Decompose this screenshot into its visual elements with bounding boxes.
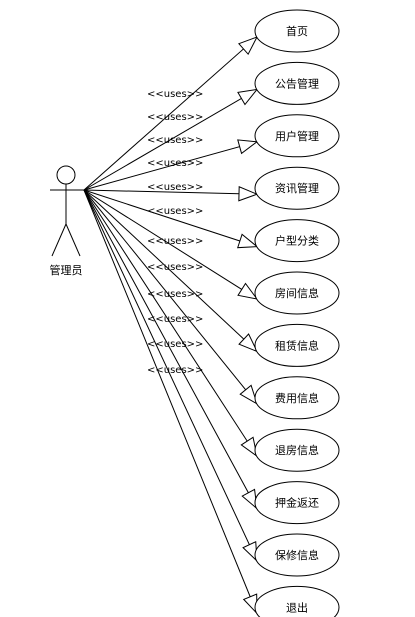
uses-stereotype-label: <<uses>> — [147, 206, 203, 217]
arrowhead — [237, 88, 259, 106]
association-line — [83, 36, 258, 191]
use-case-label: 费用信息 — [275, 391, 319, 405]
uses-stereotype-label: <<uses>> — [147, 112, 203, 123]
association-line — [83, 189, 258, 405]
uses-stereotype-label: <<uses>> — [147, 135, 203, 146]
uses-stereotype-label: <<uses>> — [147, 339, 203, 350]
uses-stereotype-label: <<uses>> — [147, 182, 203, 193]
uses-stereotype-label: <<uses>> — [147, 236, 203, 247]
use-case: 资讯管理 — [254, 166, 340, 210]
arrowhead — [238, 333, 259, 353]
actor-label: 管理员 — [50, 263, 83, 277]
use-case: 退出 — [254, 585, 340, 617]
use-case-ellipse — [254, 219, 340, 263]
use-case: 首页 — [254, 9, 340, 53]
use-case-ellipse — [254, 323, 340, 367]
arrowhead — [241, 488, 258, 510]
use-cases: 首页公告管理用户管理资讯管理户型分类房间信息租赁信息费用信息退房信息押金返还保修… — [254, 9, 340, 617]
use-case-label: 首页 — [286, 24, 308, 38]
actor-head — [56, 165, 76, 185]
association-line — [83, 189, 258, 300]
uses-stereotype-label: <<uses>> — [147, 158, 203, 169]
association-line — [83, 189, 258, 352]
use-case: 用户管理 — [254, 114, 340, 158]
use-case-label: 用户管理 — [275, 129, 319, 143]
use-case: 押金返还 — [254, 481, 340, 525]
use-case-label: 户型分类 — [275, 234, 319, 248]
arrowhead — [240, 436, 258, 458]
association-line — [83, 189, 258, 248]
use-case-ellipse — [254, 9, 340, 53]
stereotype-labels: <<uses>> <<uses>> <<uses>> <<uses>> <<uses>>… — [147, 89, 203, 376]
uses-stereotype-label: <<uses>> — [147, 262, 203, 273]
use-case: 退房信息 — [254, 428, 340, 472]
use-case-label: 资讯管理 — [275, 181, 319, 195]
use-case-ellipse — [254, 585, 340, 617]
actor: 管理员 — [50, 165, 84, 277]
arrowhead — [238, 186, 259, 202]
association-lines — [83, 36, 259, 615]
association-line — [83, 189, 258, 457]
arrowhead — [237, 282, 259, 300]
use-case-label: 保修信息 — [275, 548, 319, 562]
arrowhead — [237, 233, 259, 249]
use-case: 房间信息 — [254, 271, 340, 315]
uses-stereotype-label: <<uses>> — [147, 365, 203, 376]
uses-stereotype-label: <<uses>> — [147, 314, 203, 325]
use-case-label: 退房信息 — [275, 443, 319, 457]
use-case: 租赁信息 — [254, 323, 340, 367]
actor-left-leg — [51, 223, 67, 257]
use-case-label: 租赁信息 — [275, 338, 319, 352]
use-case-label: 押金返还 — [275, 496, 319, 510]
use-case-ellipse — [254, 61, 340, 105]
association-line — [83, 189, 258, 614]
use-case-label: 房间信息 — [275, 286, 319, 300]
use-case-ellipse — [254, 376, 340, 420]
arrowhead — [237, 139, 259, 155]
association-line — [83, 141, 258, 191]
use-case-ellipse — [254, 533, 340, 577]
use-case: 公告管理 — [254, 61, 340, 105]
use-case-ellipse — [254, 428, 340, 472]
use-case-ellipse — [254, 271, 340, 315]
association-line — [83, 189, 258, 509]
use-case-ellipse — [254, 114, 340, 158]
use-case: 户型分类 — [254, 219, 340, 263]
association-line — [83, 189, 258, 195]
association-line — [83, 189, 258, 562]
arrowhead — [238, 36, 259, 56]
use-case: 费用信息 — [254, 376, 340, 420]
use-case-label: 退出 — [286, 600, 308, 614]
association-line — [83, 88, 258, 191]
use-case-label: 公告管理 — [275, 76, 319, 90]
uses-stereotype-label: <<uses>> — [147, 289, 203, 300]
use-case: 保修信息 — [254, 533, 340, 577]
uses-stereotype-label: <<uses>> — [147, 89, 203, 100]
use-case-ellipse — [254, 166, 340, 210]
arrowhead — [239, 384, 258, 405]
use-case-ellipse — [254, 481, 340, 525]
actor-right-leg — [65, 223, 81, 257]
